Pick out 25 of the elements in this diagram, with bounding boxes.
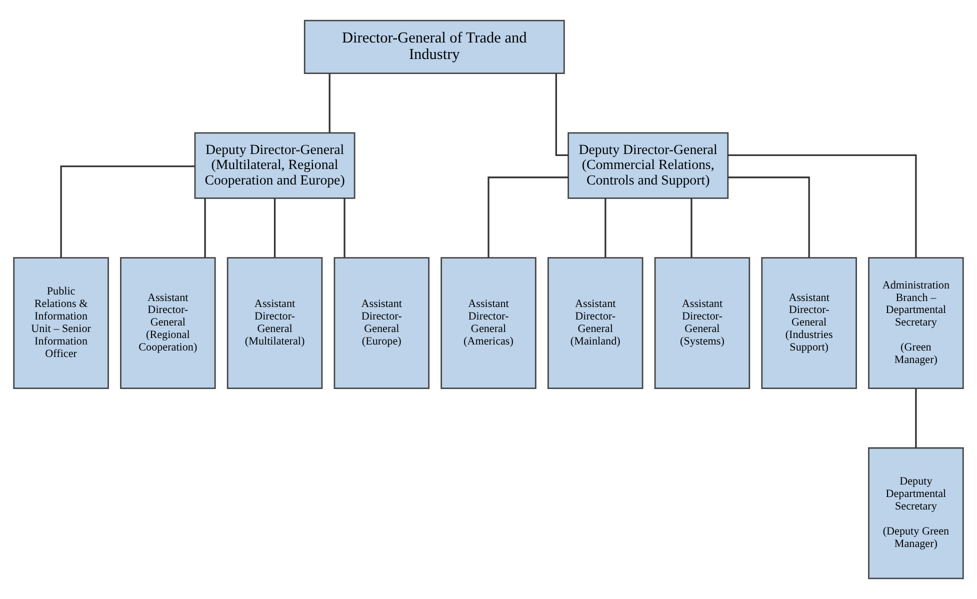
connector <box>60 165 195 258</box>
connector <box>328 74 330 133</box>
node-box: Deputy Director-General (Multilateral, Regional Cooperation and Europe) <box>194 132 356 199</box>
node-box: Deputy Departmental Secretary (Deputy Green Manager) <box>868 447 964 580</box>
node-box: Assistant Director-General (Industries Support) <box>761 257 857 390</box>
node-box: Assistant Director-General (Europe) <box>334 257 430 390</box>
node-box: Public Relations & Information Unit – Senior Information Officer <box>13 257 109 390</box>
connector <box>274 198 276 258</box>
connector <box>728 154 917 258</box>
connector <box>690 198 692 258</box>
node-box: Assistant Director-General (Multilateral) <box>226 257 323 390</box>
connector <box>604 198 606 258</box>
node-box: Assistant Director-General (Mainland) <box>547 257 644 390</box>
node-box: Administration Branch – Departmental Secretary (Green Manager) <box>868 257 964 390</box>
connector <box>728 176 810 258</box>
connector <box>488 176 568 258</box>
node-box: Deputy Director-General (Commercial Relations, Controls and Support) <box>568 132 729 199</box>
connector <box>204 198 206 258</box>
node-box: Director-General of Trade and Industry <box>304 20 565 74</box>
connector <box>555 74 568 156</box>
connector <box>915 388 917 448</box>
node-box: Assistant Director-General (Systems) <box>654 257 750 390</box>
node-box: Assistant Director-General (Americas) <box>440 257 536 390</box>
node-box: Assistant Director-General (Regional Cooperation) <box>120 257 216 390</box>
connector <box>344 198 346 258</box>
